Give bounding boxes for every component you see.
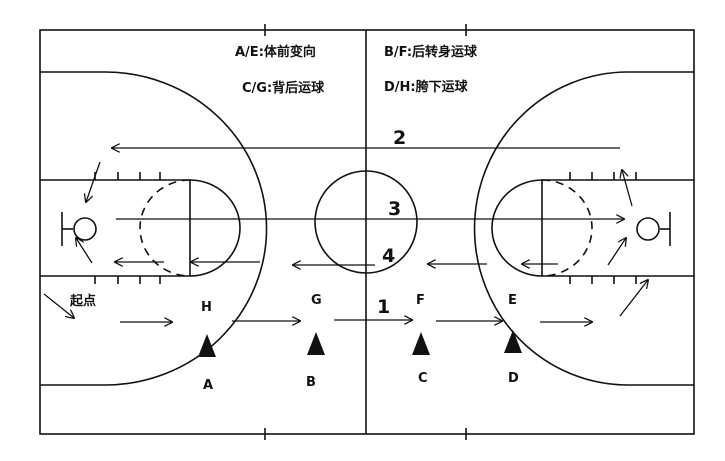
left-three-point-line [40,71,268,386]
arrow-start [43,293,74,318]
legend-cg: C/G:背后运球 [242,80,325,96]
right-ft-circle-dashed [541,179,593,277]
route-number-1: 1 [377,296,390,318]
cone-b [307,332,325,355]
legend-ae: A/E:体前变向 [235,44,316,60]
legend-dh: D/H:胯下运球 [384,79,469,95]
center-circle [314,170,418,274]
cone-a [198,334,216,357]
point-label-b: B [306,375,316,390]
arrow-left-hoop-up [76,238,93,264]
point-label-a: A [203,378,213,393]
court-boundary [39,29,695,435]
route-number-4: 4 [382,245,395,267]
point-label-c: C [418,371,428,386]
cone-c [412,332,430,355]
point-label-e: E [508,293,517,308]
point-label-g: G [311,293,322,308]
arrow-left-down [86,161,101,202]
left-ft-circle-solid [189,179,241,277]
point-label-h: H [201,300,212,315]
left-ft-circle-dashed [139,179,191,277]
legend-bf: B/F:后转身运球 [384,44,478,60]
arrow-right-up [607,238,626,266]
cone-d [504,330,522,353]
route-number-3: 3 [388,198,401,220]
left-hoop [73,217,97,241]
arrow-right-top [622,170,633,207]
arrow-right-rebound [619,280,648,317]
left-key [40,179,191,277]
point-label-f: F [416,293,425,308]
right-three-point-line [473,71,694,386]
right-ft-circle-solid [491,179,543,277]
start-label: 起点 [69,293,96,309]
point-label-d: D [508,371,519,386]
route-number-2: 2 [393,127,406,149]
right-hoop [636,217,660,241]
right-key [541,179,694,277]
